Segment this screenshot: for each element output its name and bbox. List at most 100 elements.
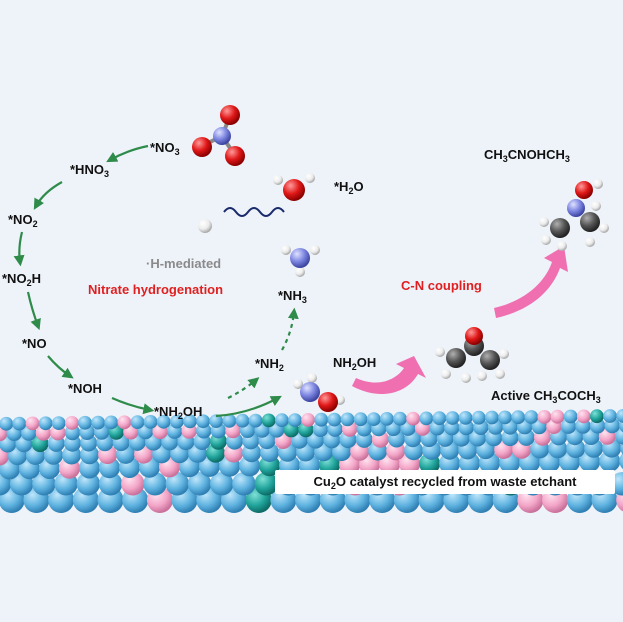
- hydrogen-chain: [223, 207, 285, 217]
- label-noh: *NOH: [68, 381, 102, 396]
- label-no2h: *NO2H: [2, 271, 41, 288]
- hydrogenation-arrows: [13, 144, 299, 418]
- surface-atom: [170, 414, 184, 429]
- catalyst-caption: Cu2O catalyst recycled from waste etchan…: [275, 470, 615, 494]
- surface-atom: [130, 415, 145, 429]
- surface-atom: [64, 434, 81, 452]
- surface-atom: [248, 413, 263, 428]
- nitrate-molecule: [192, 105, 245, 166]
- surface-atom: [524, 410, 539, 424]
- surface-atom: [232, 472, 256, 496]
- surface-atom: [275, 413, 289, 428]
- surface-atom: [550, 409, 565, 424]
- surface-atom: [65, 416, 79, 430]
- surface-atom: [156, 414, 171, 429]
- surface-atom: [366, 412, 381, 426]
- surface-atom: [563, 409, 578, 424]
- surface-atom: [91, 415, 105, 430]
- label-h-mediated: ·H-mediated: [146, 256, 222, 271]
- surface-atom: [259, 455, 281, 477]
- arrow-nh2oh-acetone: [352, 356, 426, 395]
- surface-atom: [98, 472, 123, 496]
- surface-atom: [117, 415, 132, 430]
- surface-atom: [406, 411, 420, 426]
- arrow-no-noh: [47, 355, 74, 379]
- hydrogen-atom: [198, 219, 212, 233]
- surface-atom: [183, 414, 197, 429]
- label-hno3: *HNO3: [70, 162, 109, 179]
- surface-atom: [254, 472, 278, 496]
- arrow-to-nh2: [227, 377, 260, 399]
- surface-atom: [471, 410, 486, 425]
- surface-atom: [25, 416, 40, 431]
- surface-atom: [12, 416, 27, 431]
- surface-atom: [78, 415, 92, 430]
- label-nitrate-hydrogenation: Nitrate hydrogenation: [88, 282, 224, 297]
- surface-atom: [301, 413, 315, 427]
- label-no: *NO: [22, 336, 47, 351]
- hydroxylamine-molecule: [293, 373, 345, 412]
- label-nh2: *NH2: [255, 356, 284, 373]
- surface-atom: [327, 412, 342, 427]
- label-acetone: Active CH3COCH3: [491, 388, 601, 405]
- acetone-molecule: [435, 327, 509, 383]
- surface-atom: [498, 410, 512, 425]
- surface-atom: [104, 415, 119, 430]
- surface-atom: [419, 411, 434, 426]
- surface-atom: [380, 412, 394, 426]
- surface-atom: [620, 441, 623, 455]
- label-nh3: *NH3: [278, 288, 307, 305]
- surface-atom: [511, 410, 526, 425]
- label-nh2oh: NH2OH: [333, 355, 377, 372]
- surface-atom: [445, 411, 460, 425]
- label-h2o: *H2O: [334, 179, 364, 196]
- surface-atom: [615, 427, 623, 445]
- surface-atom: [458, 411, 473, 425]
- surface-atom: [121, 472, 145, 496]
- oxime-molecule: [539, 179, 609, 251]
- surface-atom: [210, 472, 234, 496]
- surface-atom: [619, 452, 623, 470]
- surface-atom: [76, 472, 101, 496]
- arrow-hno3-no2: [33, 181, 63, 210]
- surface-atom: [143, 415, 158, 429]
- coupling-arrows: [352, 246, 568, 395]
- surface-atom: [537, 410, 552, 424]
- surface-atom: [165, 472, 189, 496]
- arrow-nh2-nh3: [281, 307, 299, 351]
- arrow-no3-hno3: [106, 144, 149, 163]
- surface-atom: [209, 414, 224, 428]
- surface-atom: [353, 412, 368, 427]
- surface-atom: [187, 472, 212, 496]
- surface-atom: [616, 409, 623, 423]
- arrow-no2h-no: [26, 291, 41, 331]
- label-nh2oh-adsorbed: *NH2OH: [154, 404, 203, 421]
- surface-atom: [393, 411, 407, 426]
- ammonia-molecule: [281, 245, 320, 277]
- surface-atom: [576, 409, 591, 424]
- surface-atom: [485, 410, 499, 425]
- surface-atom: [222, 414, 237, 428]
- surface-atom: [0, 416, 14, 431]
- surface-atom: [590, 409, 604, 424]
- surface-atom: [143, 472, 167, 496]
- catalyst-surface: [0, 409, 623, 513]
- label-no3: *NO3: [150, 140, 180, 157]
- label-no2: *NO2: [8, 212, 38, 229]
- surface-atom: [432, 411, 447, 426]
- label-oxime: CH3CNOHCH3: [484, 147, 570, 164]
- surface-atom: [261, 413, 276, 428]
- arrow-acetone-oxime: [494, 246, 568, 318]
- surface-atom: [235, 413, 250, 428]
- surface-atom: [501, 429, 519, 447]
- surface-atom: [51, 416, 66, 430]
- surface-atom: [340, 412, 355, 427]
- surface-atom: [38, 416, 53, 431]
- surface-atom: [314, 412, 329, 427]
- surface-atom: [288, 413, 302, 427]
- water-molecule: [273, 173, 315, 201]
- arrow-noh-nh2oh: [111, 396, 155, 415]
- arrow-no2-no2h: [13, 231, 25, 267]
- surface-atom: [603, 409, 617, 423]
